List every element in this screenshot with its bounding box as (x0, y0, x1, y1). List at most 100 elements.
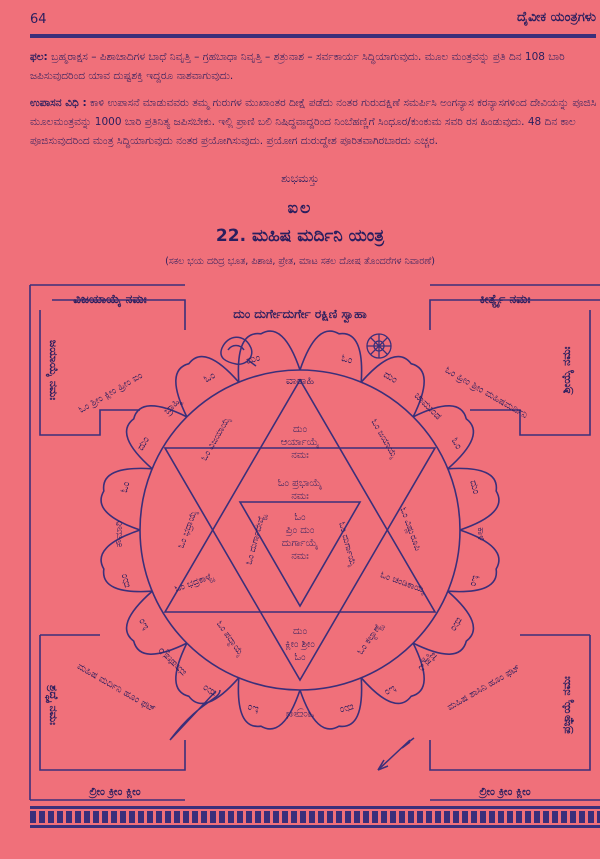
triangle-text-line: ನಮಃ (291, 551, 309, 562)
bhupura-frame (29, 284, 600, 801)
upasana-text: ಕಾಳಿ ಉಪಾಸನೆ ಮಾಡುವವರು ತಮ್ಮ ಗುರುಗಳ ಮುಖಾಂತರ… (30, 97, 597, 147)
yantra-subtitle: (ಸಕಲ ಭಯ ದರಿದ್ರ ಭೂತ, ಪಿಶಾಚಿ, ಪ್ರೇತ, ಮಾಟ ಸ… (165, 256, 435, 267)
star-l-text: ಓಂ ಭದ್ರಾಯೈ (177, 509, 201, 550)
petal-label: ದುಂ (448, 615, 465, 633)
star-bl-text: ಓಂ ಪದ್ಮಾಯೈ (213, 619, 245, 659)
lotus-petal (175, 355, 240, 418)
triangle-text-line: ದುಂ (293, 424, 308, 435)
corner-tr-label: ಕೀರ್ತ್ಯೈ ನಮಃ (479, 292, 530, 309)
corner-bl-inner: ಮಹಿಷ ಮರ್ದಿನಿ ಹೂಂ ಫಟ್ (75, 661, 158, 715)
lotus-petal (299, 677, 363, 730)
corner-br-side: ಪ್ರಜ್ಞಾಯೈ ನಮಃ (560, 676, 575, 735)
yantra-title: 22. ಮಹಿಷ ಮರ್ದಿನಿ ಯಂತ್ರ (215, 226, 385, 246)
corner-bl-side: ಶ್ರದ್ಧೈ ನಮಃ (45, 685, 60, 725)
lotus-petals (100, 330, 500, 730)
hexagram-down-triangle (163, 447, 437, 682)
bow-icon (169, 689, 221, 741)
petal-label: ಓಂ (449, 436, 464, 452)
lotus-petal (125, 405, 188, 470)
petal-label: ವೈಷ್ಣವಿ (415, 649, 440, 674)
triangle-text-line: ನಮಃ (291, 491, 309, 502)
page-footer-border (30, 806, 600, 828)
bottom-right-bija: ಲ್ರೀಂ ಕ್ರೀಂ ಕ್ಲೀಂ (478, 785, 531, 800)
shubhamastu: ಶುಭಮಸ್ತು (281, 172, 319, 185)
petal-top-label: ವಾರಾಹಿ (286, 374, 315, 387)
petal-label: ದುಂ (338, 701, 355, 715)
triangle-text-line: ನಮಃ (291, 450, 309, 461)
petal-label: ಓಂ (467, 574, 481, 588)
triangle-text-line: ಓಂ (294, 652, 306, 663)
lotus-petal (299, 330, 363, 383)
star-tr-text: ಓಂ ಜಯಾಯೈ (368, 418, 399, 461)
bottom-left-bija: ಲ್ರೀಂ ಕ್ರೀಂ ಕ್ಲೀಂ (88, 785, 141, 800)
corner-br-inner: ಮಹಿಷ ಶಾಸಿನಿ ಹೂಂ ಫಟ್ (445, 662, 522, 713)
page-number: 64 (30, 12, 47, 27)
petal-label: ಓಂ (136, 616, 151, 632)
chakra-icon (366, 333, 392, 359)
petal-label: ಓಂ (202, 370, 218, 385)
top-mantra: ದುಂ ದುರ್ಗೇದುರ್ಗೇ ರಕ್ಷಿಣಿ ಸ್ವಾಹಾ (233, 307, 366, 324)
lotus-petal (125, 590, 188, 655)
triangle-mid-text: ಓಂ ಪ್ರಭಾಯೈ ನಮಃ (278, 478, 323, 502)
lotus-petal (100, 529, 153, 593)
lotus-petal (360, 355, 425, 418)
petal-label: ಓಂ (119, 480, 133, 494)
corner-tr-side: ಶ್ರೀಯೈ ನಮಃ (560, 346, 574, 395)
inner-circle (139, 369, 461, 691)
triangle-text-line: ದುರ್ಗಾಯೈ (282, 538, 319, 549)
lotus-petal (447, 467, 500, 531)
petal-label: ದುಂ (135, 434, 152, 452)
triangle-text-line: ಪ್ರಿಂ ದುಂ (285, 525, 315, 536)
triangle-top-text: ದುಂ ಆರ್ಯಾಯೈ ನಮಃ (281, 424, 320, 461)
triangle-text-line: ಓಂ (294, 512, 306, 523)
star-br-text: ಓಂ ಕಲ್ಯಾಣ್ಯೈ (356, 620, 387, 657)
star-r-text: ಓಂ ವಿಷ್ಣುರೂಪಿ (397, 506, 423, 552)
central-triangle (238, 501, 362, 608)
star-inner-left: ಓಂ ದುರ್ಗಾದೇವ್ಯೈ (245, 512, 269, 566)
phala-label: ಫಲ: (30, 51, 48, 63)
page-header: 64 ದೈವೀಕ ಯಂತ್ರಗಳು (30, 8, 596, 38)
petal-label: ದುಂ (118, 572, 132, 589)
book-title: ದೈವೀಕ ಯಂತ್ರಗಳು (517, 10, 596, 25)
corner-tr-inner: ಓಂ ಹ್ರೀಂ ಶ್ರೀಂ ಮಹಿಷಮರ್ದಿನಿ (443, 365, 530, 422)
star-low-left: ಓಂ ಭದ್ರಕಾಳ್ಯೈ (174, 571, 217, 595)
star-tl-text: ಓಂ ವಿಜಯಾಯೈ (200, 415, 234, 463)
arrow-icon (377, 737, 415, 771)
hexagram-up-triangle (163, 378, 437, 613)
lotus-petal (237, 330, 301, 383)
phala-paragraph: ಫಲ: ಬ್ರಹ್ಮರಾಕ್ಷಸ – ಪಿಶಾಚಾದಿಗಳ ಬಾಧೆ ನಿವೃತ… (30, 48, 600, 86)
petal-label: ಓಂ (340, 353, 354, 367)
section-symbol: ಐಲ (287, 198, 313, 217)
lotus-petal (412, 405, 475, 470)
lotus-petal (100, 467, 153, 531)
petal-label: ದುಂ (381, 369, 399, 386)
corner-tl-label: ವಿಜಯಾಯೈ ನಮಃ (73, 292, 147, 308)
triangle-bottom-text: ದುಂ ಕ್ಲೀಂ ಶ್ರೀಂ ಓಂ (285, 626, 315, 663)
triangle-text-line: ಕ್ಲೀಂ ಶ್ರೀಂ (285, 639, 315, 650)
petal-label: ಓಂ (382, 683, 398, 698)
lotus-petal (412, 590, 475, 655)
lotus-petal (237, 677, 301, 730)
conch-icon (220, 336, 257, 367)
corner-tl-side: ಜಯಾಯೈ ನಮಃ (46, 340, 60, 401)
lotus-petal (360, 642, 425, 705)
upasana-label: ಉಪಾಸನ ವಿಧಿ : (30, 97, 87, 109)
lotus-petal (447, 529, 500, 593)
triangle-text-line: ದುಂ (293, 626, 308, 637)
corner-tl-inner: ಓಂ ಶ್ರೀಂ ಕ್ಲೀಂ ಹ್ರೀಂ ಐಂ (77, 370, 146, 416)
triangle-center-text: ಓಂ ಪ್ರಿಂ ದುಂ ದುರ್ಗಾಯೈ ನಮಃ (282, 512, 319, 562)
triangle-text-line: ಓಂ ಪ್ರಭಾಯೈ (278, 478, 323, 489)
petal-label: ಓಂ (246, 701, 260, 715)
phala-text: ಬ್ರಹ್ಮರಾಕ್ಷಸ – ಪಿಶಾಚಾದಿಗಳ ಬಾಧೆ ನಿವೃತ್ತಿ … (30, 51, 565, 82)
petal-label: ಇಂದ್ರಾಣಿ (286, 709, 314, 720)
upasana-paragraph: ಉಪಾಸನ ವಿಧಿ : ಕಾಳಿ ಉಪಾಸನೆ ಮಾಡುವವರು ತಮ್ಮ ಗ… (30, 94, 600, 151)
petal-label: ಕೌಮಾರಿ (114, 521, 125, 548)
petal-labels: ಓಂದುಂಚಾಮುಂಡಓಂದುಂಕಾಳಿಓಂದುಂವೈಷ್ಣವಿಓಂದುಂಇಂದ… (114, 352, 486, 720)
triangle-text-line: ಆರ್ಯಾಯೈ (281, 437, 320, 448)
lotus-petal (175, 642, 240, 705)
petal-label: ದುಂ (467, 479, 481, 496)
star-low-right: ಓಂ ಚಂಡಿಕಾಯೈ (379, 570, 427, 596)
petal-label: ದುಂ (245, 352, 262, 366)
